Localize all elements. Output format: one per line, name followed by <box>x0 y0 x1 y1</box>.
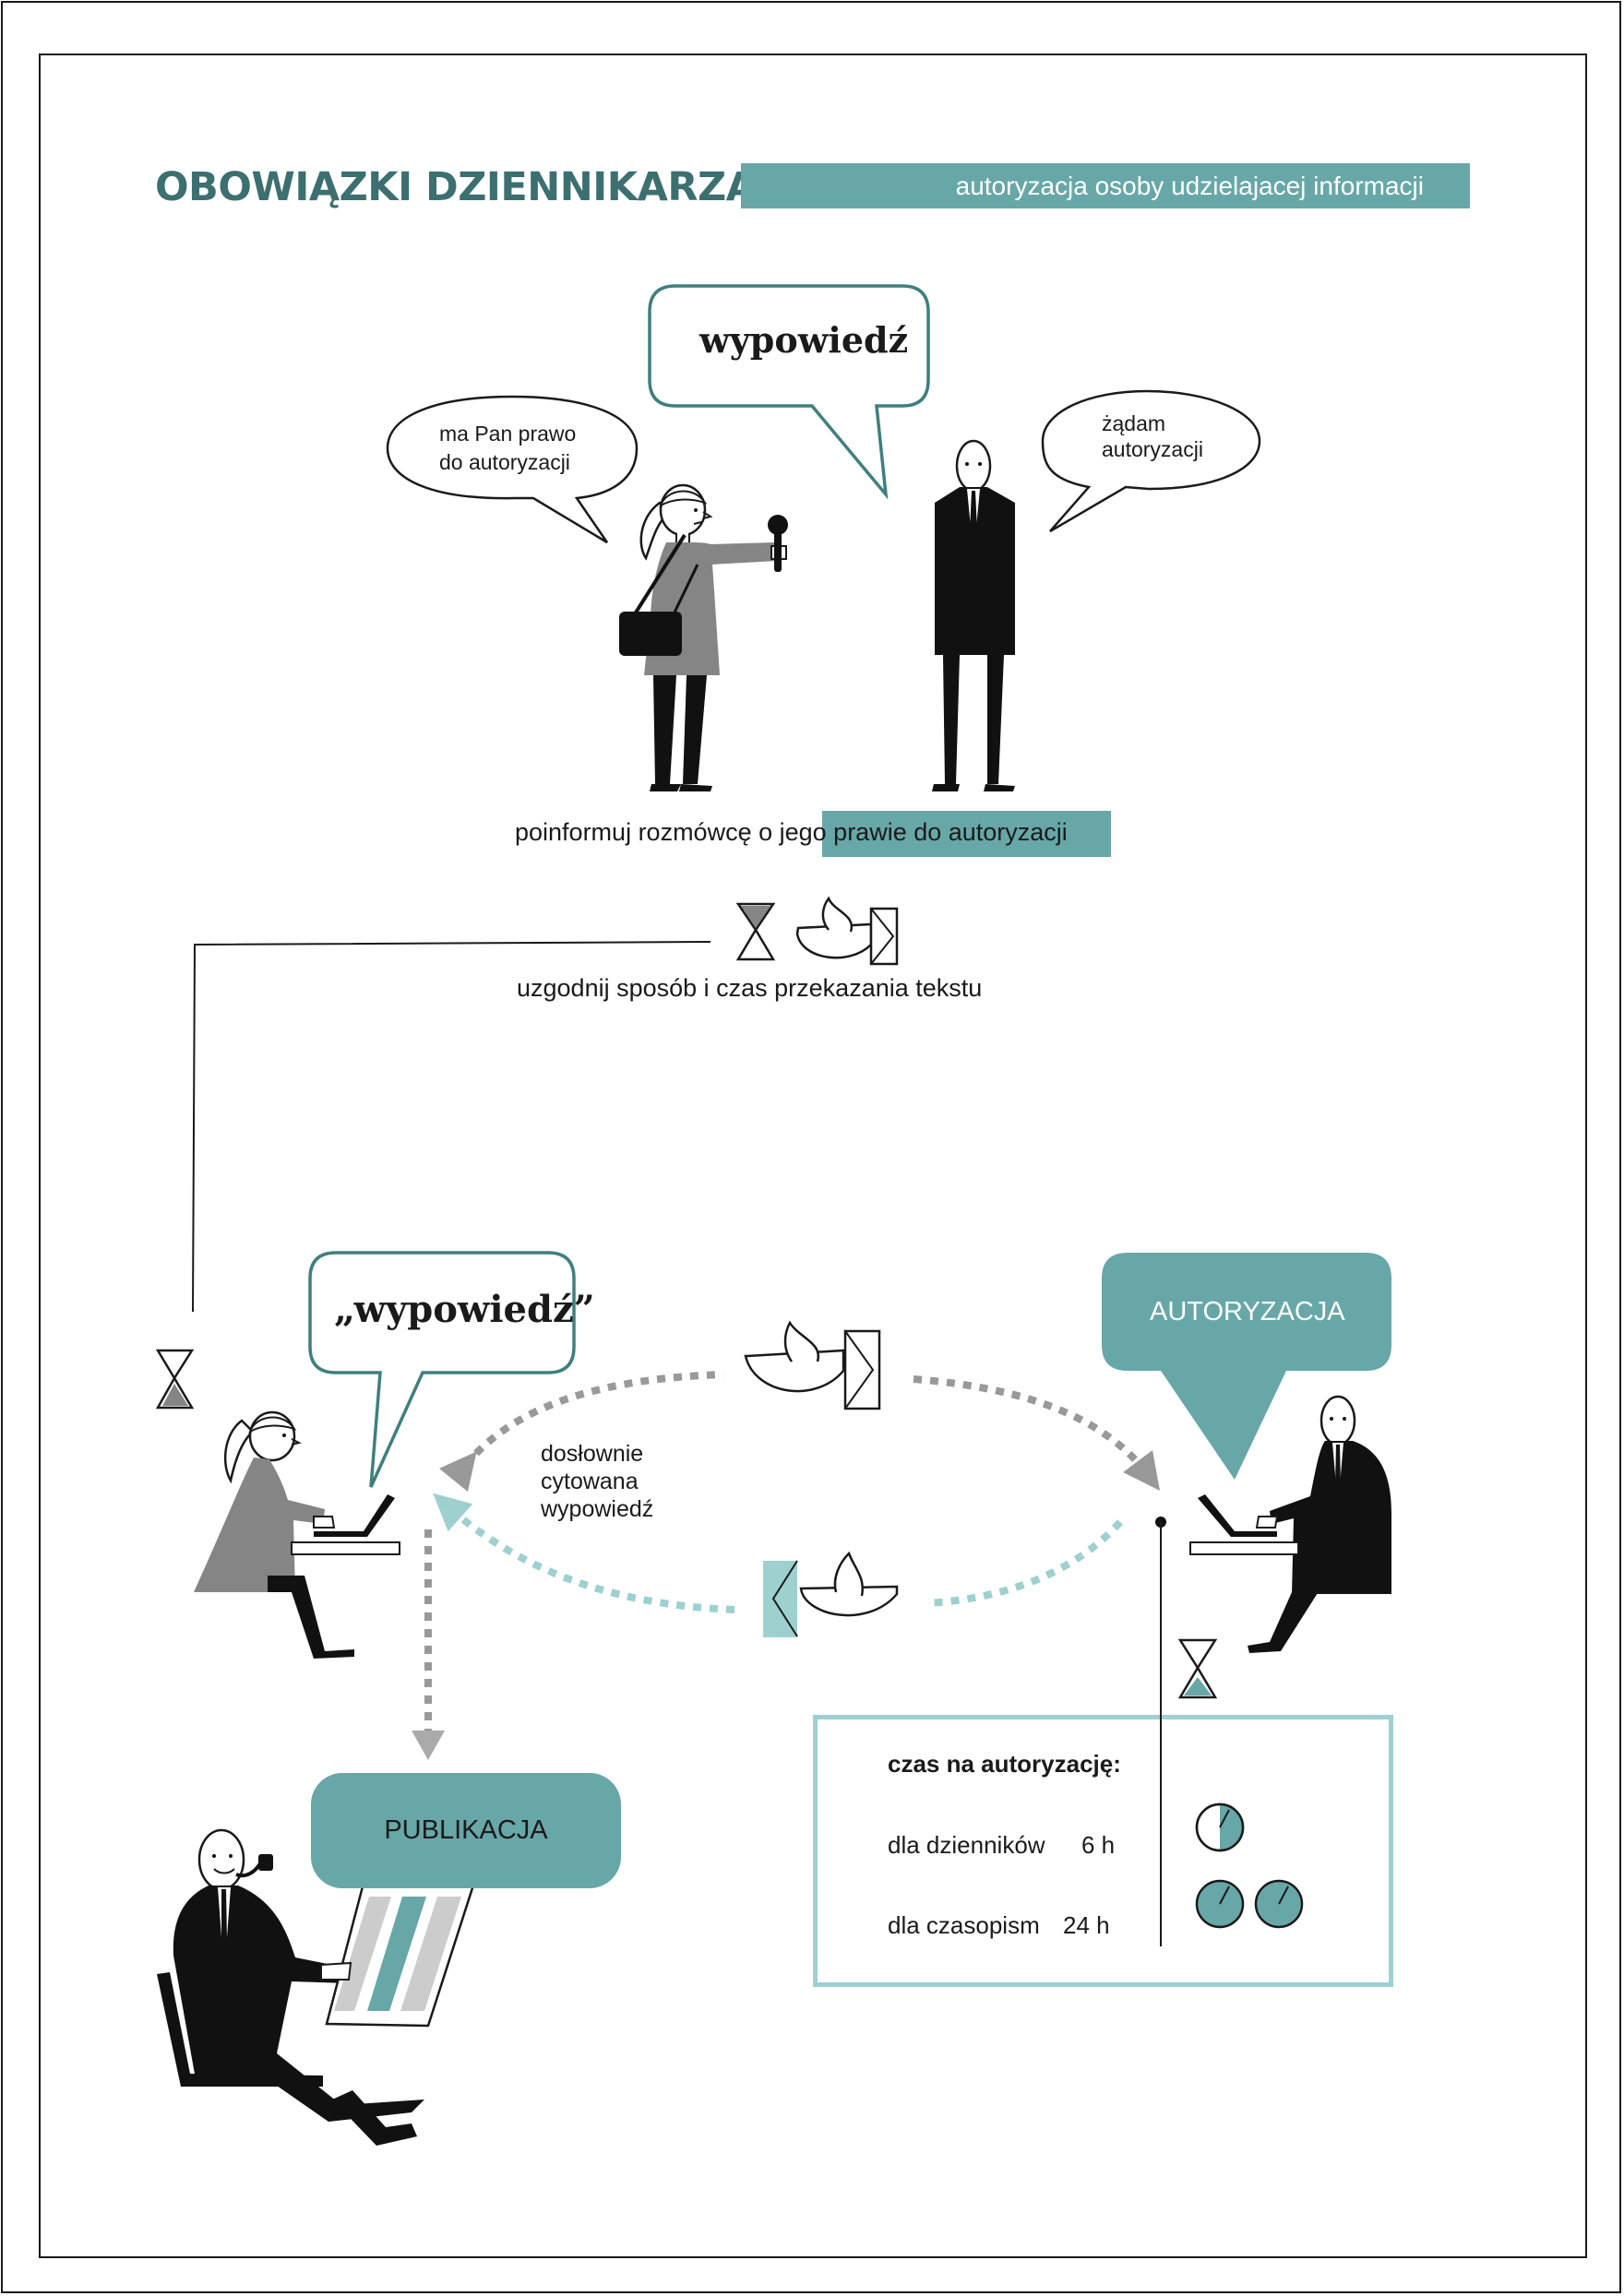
verbatim-label-line1: dosłownie <box>541 1441 644 1467</box>
clock-icon <box>1195 1879 1245 1929</box>
speech-bubble-quote <box>308 1251 576 1488</box>
speech-bubble-source <box>1041 389 1261 533</box>
time-row-value-periodicals: 24 h <box>1063 1911 1110 1939</box>
bubble-source-line1: żądam <box>1102 411 1166 435</box>
speech-bubble-authorization <box>1102 1253 1391 1480</box>
inform-text-plain: poinformuj rozmówcę o jego <box>515 818 834 846</box>
inner-frame <box>39 54 1587 2258</box>
laptop-icon <box>291 1494 400 1555</box>
time-row-value-dailies: 6 h <box>1081 1831 1116 1859</box>
speech-bubble-center <box>648 284 930 500</box>
speech-bubble-journalist <box>386 395 639 544</box>
time-box-heading: czas na autoryzację: <box>888 1750 1121 1778</box>
inform-text: poinformuj rozmówcę o jego prawie do aut… <box>515 818 1068 847</box>
time-row-label-periodicals: dla czasopism <box>888 1911 1040 1939</box>
publication-label: PUBLIKACJA <box>384 1815 548 1845</box>
microphone-icon <box>768 515 788 572</box>
subtitle-bar: autoryzacja osoby udzielajacej informacj… <box>741 163 1470 208</box>
bubble-source-line2: autoryzacji <box>1102 437 1203 461</box>
quote-bubble-text: „wypowiedź” <box>334 1288 595 1331</box>
agree-text: uzgodnij sposób i czas przekazania tekst… <box>517 974 983 1002</box>
time-row-label-dailies: dla dzienników <box>888 1831 1045 1859</box>
bubble-journalist-line2: do autoryzacji <box>439 450 570 474</box>
envelope-icon <box>744 1320 881 1410</box>
envelope-icon <box>763 1551 899 1637</box>
arrow-dotted-gray-right <box>913 1375 1161 1491</box>
arrow-dotted-teal-left <box>433 1493 735 1613</box>
clock-icon <box>1254 1879 1304 1929</box>
clock-icon <box>1195 1802 1245 1852</box>
envelope-icon <box>795 896 899 966</box>
inform-text-highlight: prawie do autoryzacji <box>833 818 1068 846</box>
journalist-at-laptop <box>194 1410 354 1659</box>
reader-figure <box>157 1828 424 2146</box>
source-at-laptop <box>1248 1395 1391 1653</box>
verbatim-label-line3: wypowiedź <box>541 1496 654 1522</box>
arrow-dotted-gray-left <box>438 1371 724 1493</box>
journalist-figure <box>619 483 787 791</box>
pipe-icon <box>235 1854 273 1878</box>
bubble-journalist-line1: ma Pan prawo <box>439 422 577 446</box>
arrow-dotted-teal-right <box>925 1519 1123 1607</box>
hourglass-icon <box>155 1349 195 1410</box>
hourglass-icon <box>735 902 776 961</box>
authorization-bubble-text: AUTORYZACJA <box>1150 1297 1345 1326</box>
hourglass-icon <box>1177 1638 1218 1699</box>
bubble-center-text: wypowiedź <box>699 319 909 361</box>
arrow-head-down <box>412 1731 445 1760</box>
time-box <box>813 1715 1393 1987</box>
verbatim-label-line2: cytowana <box>541 1469 639 1494</box>
publication-bubble: PUBLIKACJA <box>311 1773 621 1888</box>
newspaper-icon <box>320 1867 480 2028</box>
highlight-bar <box>822 811 1111 857</box>
page-title: OBOWIĄZKI DZIENNIKARZA <box>155 164 757 210</box>
laptop-icon <box>1189 1494 1299 1555</box>
source-figure <box>932 439 1015 791</box>
